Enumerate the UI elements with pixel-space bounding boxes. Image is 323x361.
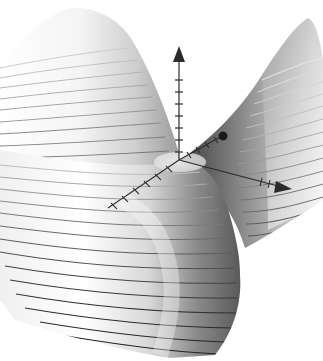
z-axis-arrowhead-icon	[173, 46, 185, 62]
saddle-point-region	[154, 152, 206, 172]
x-axis-positive	[178, 159, 279, 189]
x-axis	[107, 159, 180, 210]
surface-front-sweep	[0, 150, 241, 358]
z-axis	[175, 62, 183, 160]
x-axis-arrowhead-icon	[274, 181, 292, 193]
y-axis	[178, 135, 223, 161]
point-marker	[218, 131, 228, 141]
